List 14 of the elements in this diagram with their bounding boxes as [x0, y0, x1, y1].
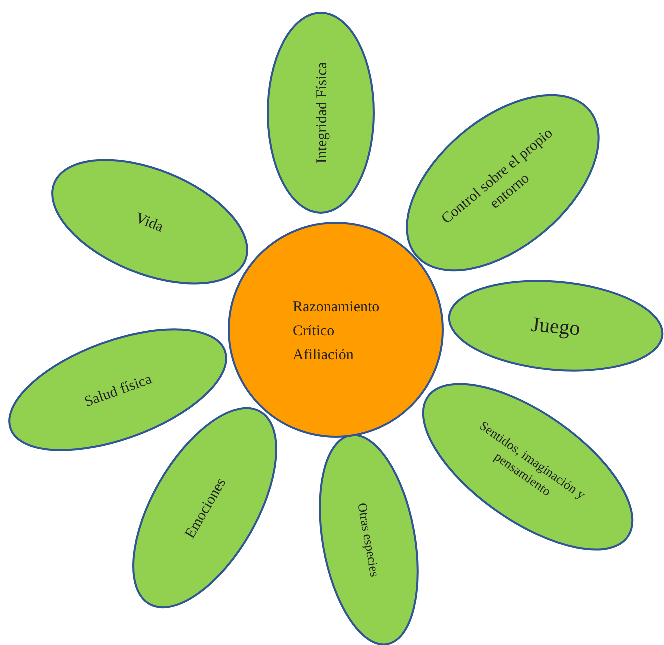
- petal-label: Salud física: [82, 372, 154, 411]
- petal-ellipse: [267, 12, 375, 214]
- petal-ellipse: [8, 328, 228, 452]
- petal-ellipse: [406, 94, 600, 272]
- petal-ellipse: [448, 280, 664, 372]
- petal-label: Razonamiento Crítico Afiliación: [293, 299, 380, 364]
- petal-ellipse: [132, 407, 278, 609]
- petal-label: Otras especies: [355, 502, 383, 578]
- center-circle: [228, 222, 444, 438]
- petal-label: Vida: [133, 210, 166, 236]
- petal-ellipse: [422, 383, 634, 551]
- petal-ellipse: [52, 159, 248, 285]
- petal-label: Juego: [530, 312, 582, 340]
- petal-label: Integridad Física: [314, 62, 330, 164]
